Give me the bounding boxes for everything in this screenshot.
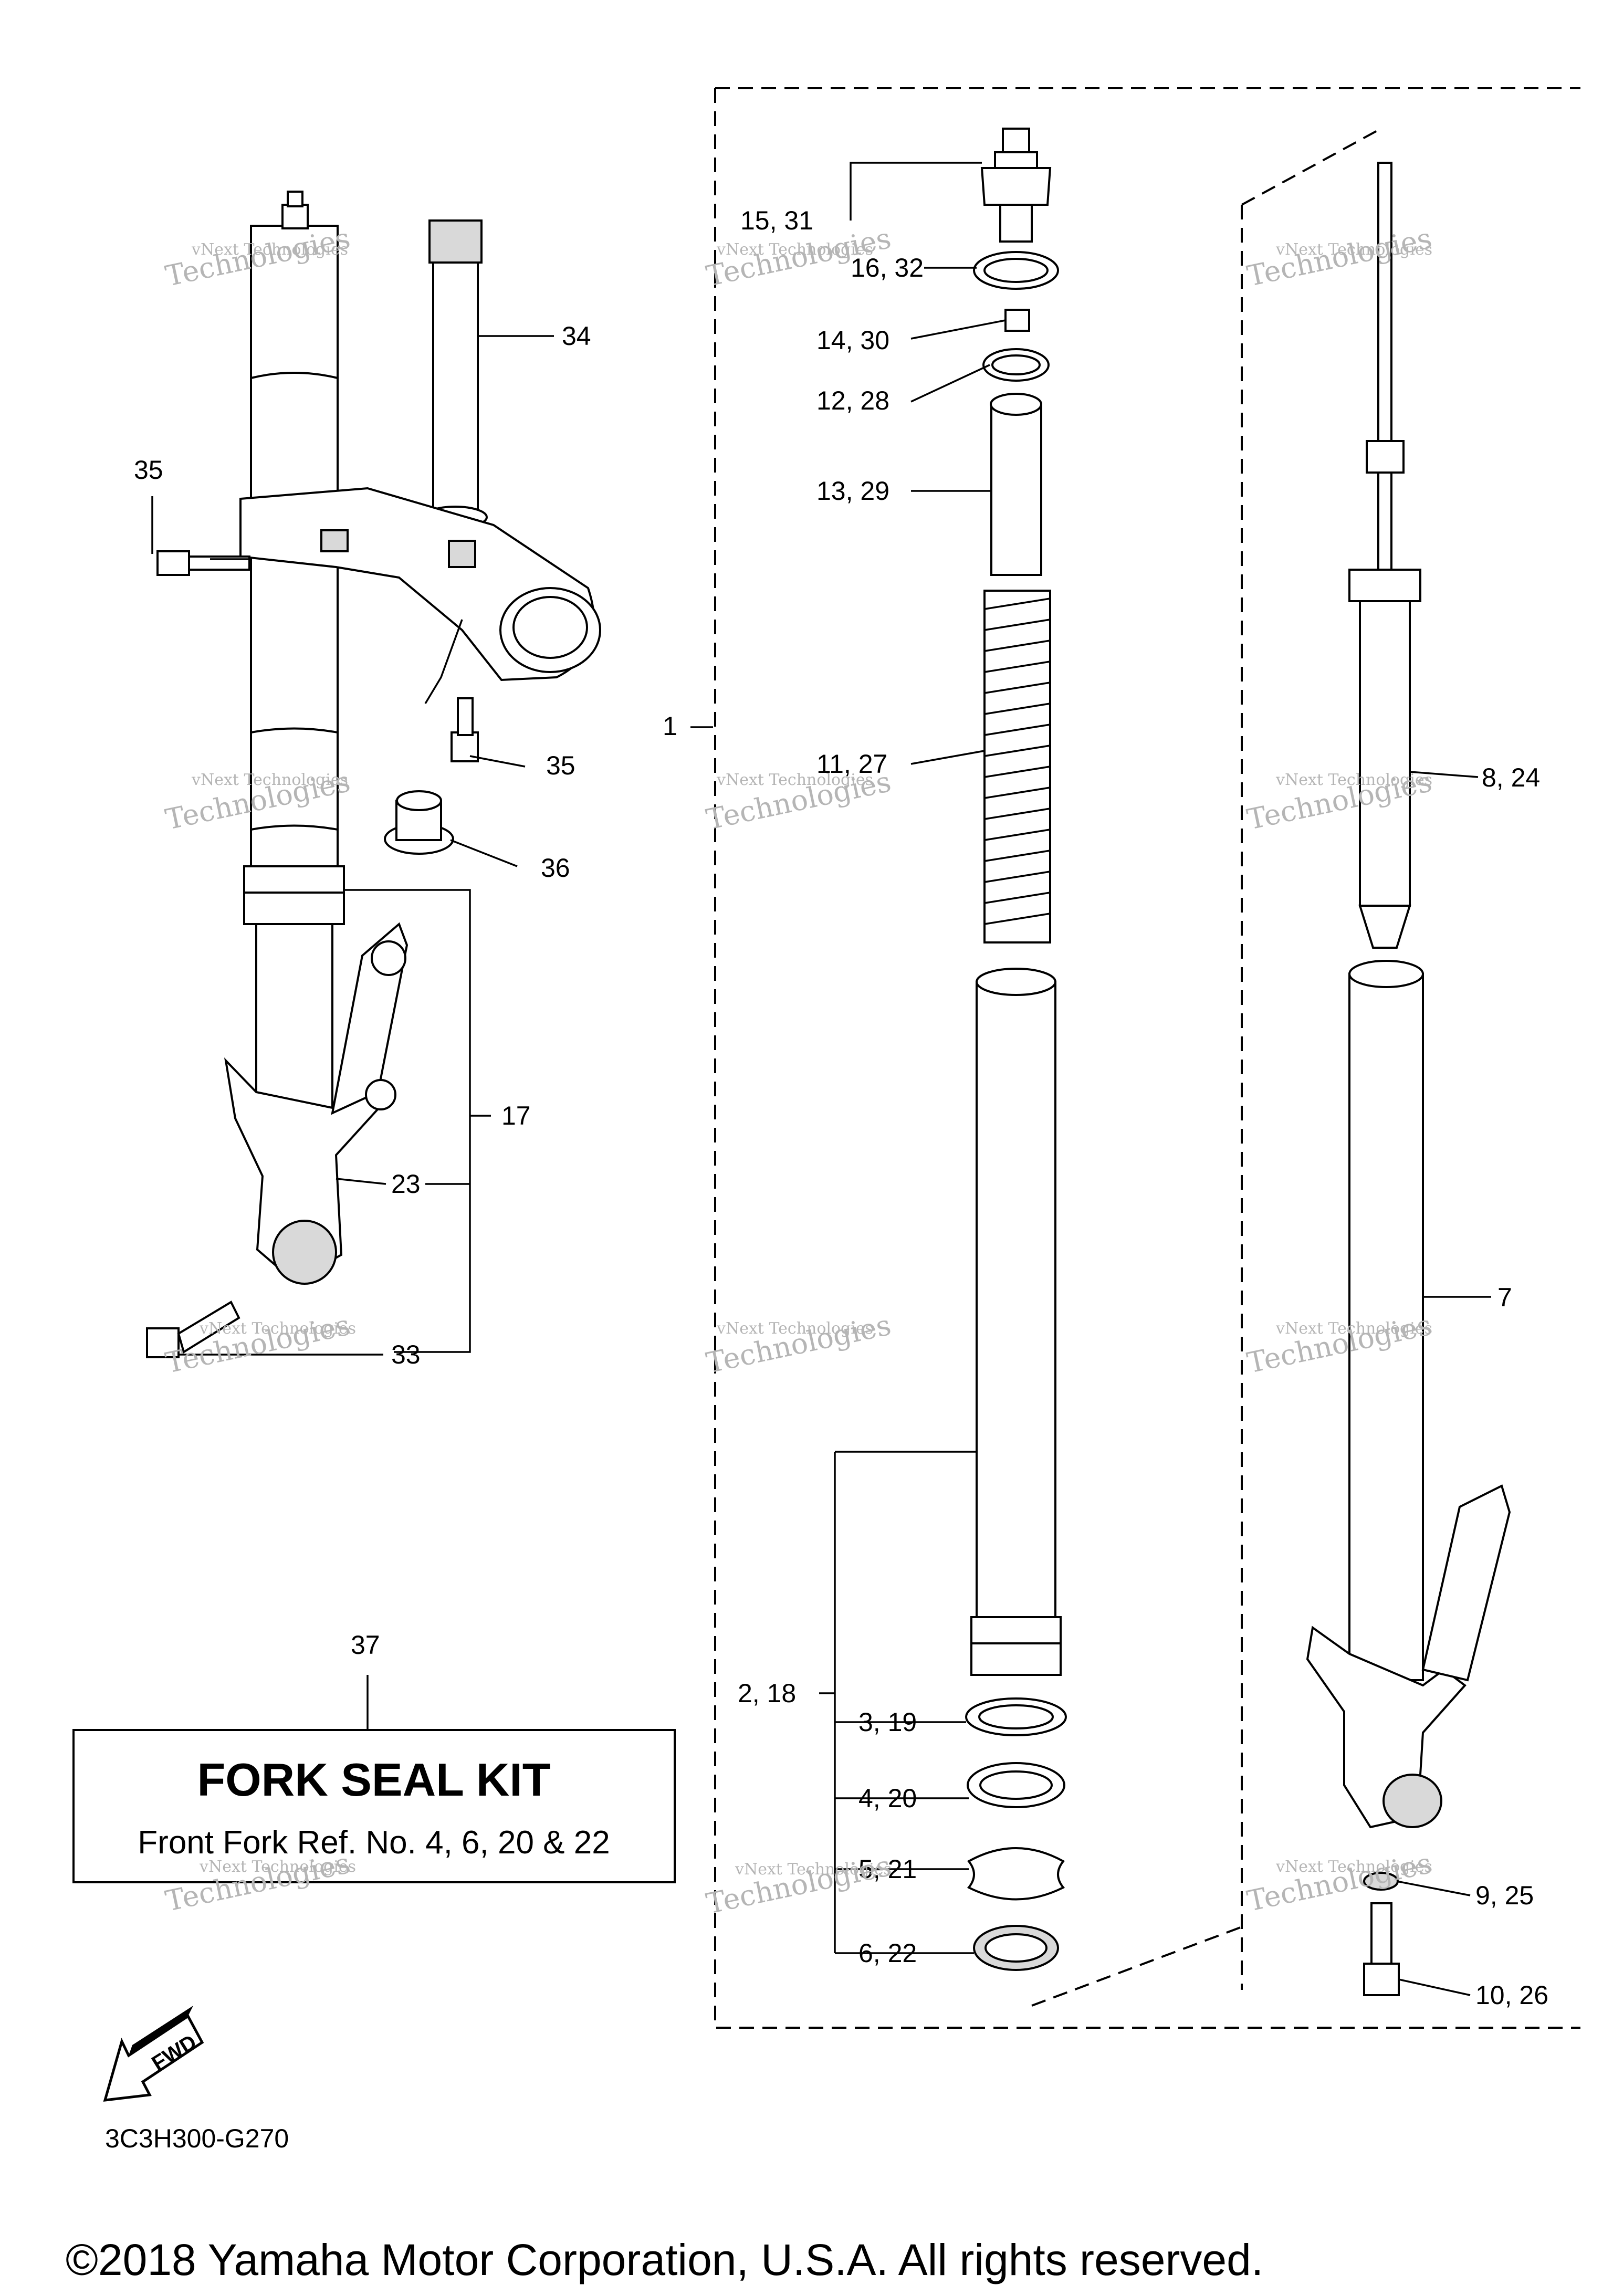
- left-fork-assembly: [146, 191, 601, 1358]
- callout-17: 17: [501, 1101, 531, 1130]
- callout-33: 33: [391, 1340, 421, 1369]
- watermark-text: vNext Technologies: [735, 1860, 892, 1879]
- assembly-boundary: [714, 87, 1580, 2029]
- watermark-text: vNext Technologies: [716, 240, 873, 259]
- callout-12-28: 12, 28: [816, 386, 889, 415]
- watermark-text: vNext Technologies: [191, 771, 348, 789]
- fork-seal-kit-box: FORK SEAL KIT Front Fork Ref. No. 4, 6, …: [72, 1729, 676, 1883]
- callout-7: 7: [1497, 1283, 1512, 1312]
- callout-11-27: 11, 27: [816, 749, 887, 779]
- callout-23: 23: [391, 1169, 421, 1199]
- watermark-text: vNext Technologies: [199, 1858, 356, 1876]
- watermark-text: vNext Technologies: [191, 240, 348, 259]
- callout-5-21: 5, 21: [858, 1854, 917, 1884]
- callout-36: 36: [541, 853, 570, 883]
- watermark-text: vNext Technologies: [1275, 1858, 1432, 1876]
- callout-14-30: 14, 30: [816, 326, 889, 355]
- callout-3-19: 3, 19: [858, 1707, 917, 1737]
- callout-35-lower: 35: [546, 751, 575, 780]
- callout-4-20: 4, 20: [858, 1784, 917, 1813]
- watermarks: vNext Technologies Technologies vNext Te…: [163, 222, 1435, 1921]
- right-fork-parts: [1306, 162, 1511, 1996]
- callout-9-25: 9, 25: [1475, 1881, 1534, 1910]
- exploded-axis-line-right: [1031, 128, 1381, 2007]
- fwd-arrow-icon: FWD: [103, 2006, 204, 2102]
- callout-35-upper: 35: [134, 455, 163, 485]
- kit-title: FORK SEAL KIT: [197, 1754, 550, 1806]
- callout-15-31: 15, 31: [740, 206, 813, 235]
- watermark-text: vNext Technologies: [199, 1319, 356, 1338]
- callout-10-26: 10, 26: [1475, 1980, 1548, 2010]
- kit-subtitle: Front Fork Ref. No. 4, 6, 20 & 22: [138, 1825, 610, 1861]
- callout-8-24: 8, 24: [1482, 763, 1540, 792]
- callout-labels: 1 15, 31 16, 32 14, 30 12, 28 13, 29 11,…: [134, 206, 1548, 2010]
- callout-2-18: 2, 18: [738, 1679, 796, 1708]
- callout-13-29: 13, 29: [816, 476, 889, 506]
- watermark-text: vNext Technologies: [716, 771, 873, 789]
- diagram-code: 3C3H300-G270: [105, 2124, 289, 2153]
- watermark-text: vNext Technologies: [716, 1319, 873, 1338]
- watermark-text: Technologies: [1244, 222, 1435, 293]
- watermark-text: vNext Technologies: [1275, 1319, 1432, 1338]
- watermark-text: vNext Technologies: [1275, 771, 1432, 789]
- callout-1: 1: [663, 711, 677, 741]
- copyright-notice: ©2018 Yamaha Motor Corporation, U.S.A. A…: [66, 2235, 1263, 2284]
- leader-lines: [151, 162, 1491, 1996]
- watermark-text: vNext Technologies: [1275, 240, 1432, 259]
- callout-34: 34: [562, 321, 591, 351]
- callout-16-32: 16, 32: [851, 253, 924, 282]
- callout-37: 37: [351, 1630, 380, 1660]
- callout-6-22: 6, 22: [858, 1938, 917, 1968]
- center-fork-parts: [965, 128, 1067, 1971]
